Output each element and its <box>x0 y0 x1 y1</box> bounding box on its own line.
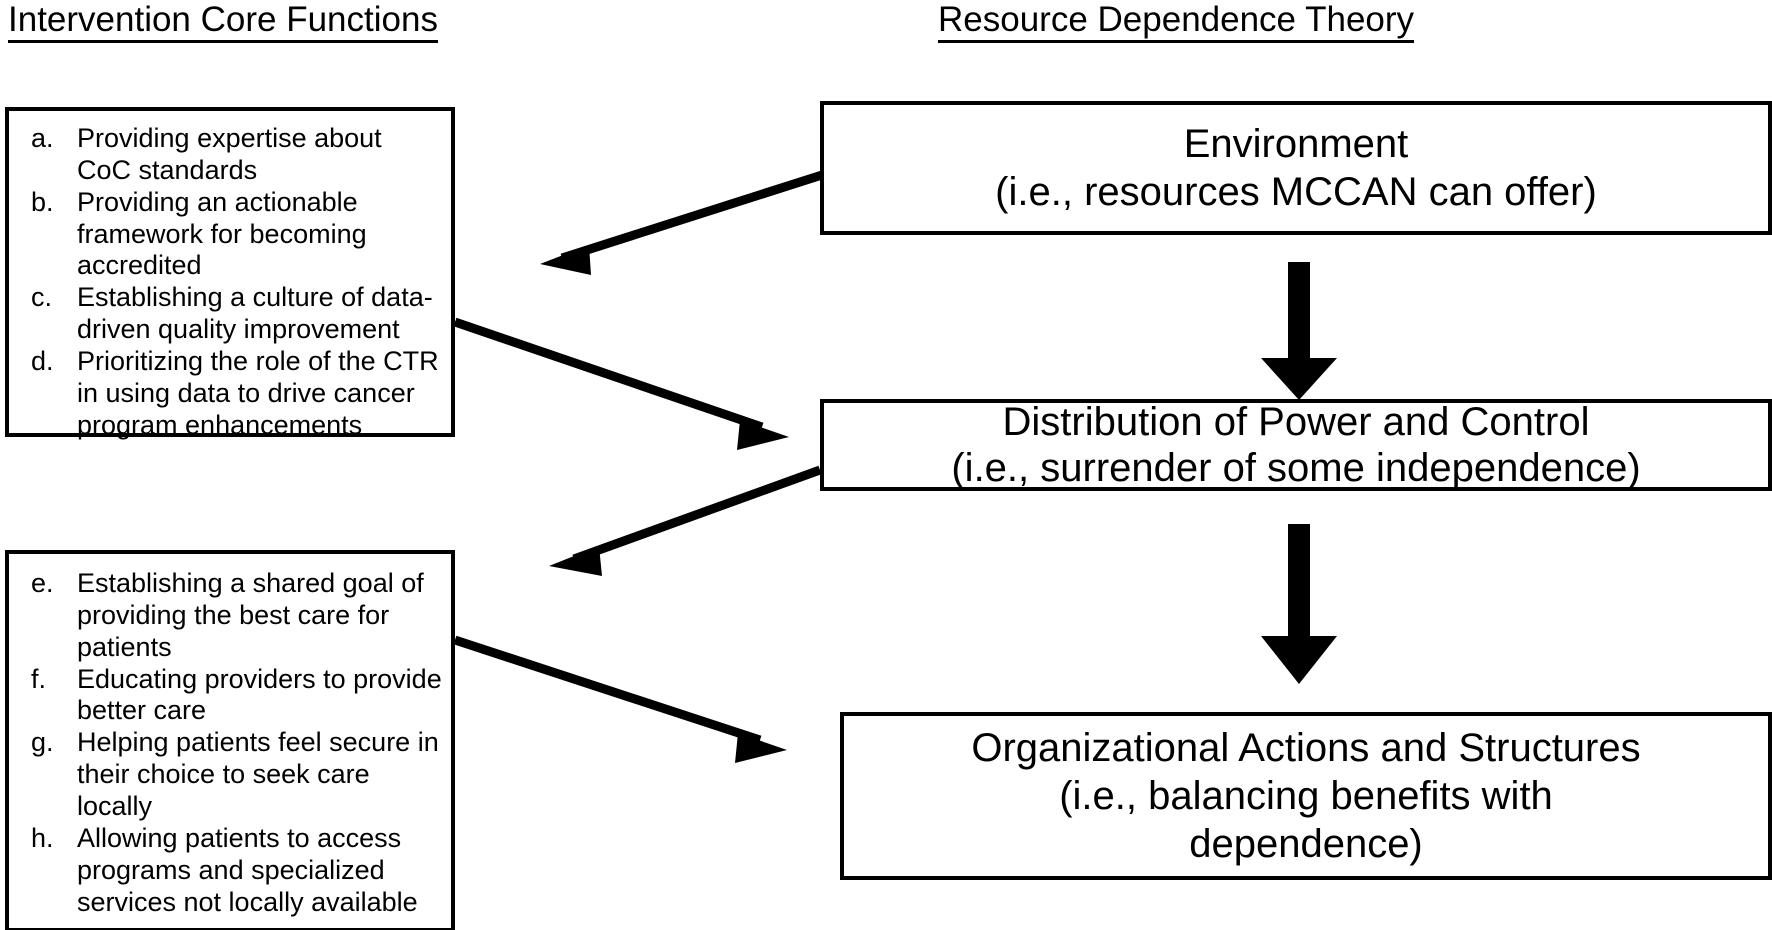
list-item-marker: g. <box>31 727 54 758</box>
list-item-text: Allowing patients to access programs and… <box>77 822 418 917</box>
arrow-core-functions-bottom-to-actions <box>453 635 787 763</box>
list-item-marker: b. <box>31 186 54 217</box>
concept-line-1: Distribution of Power and Control <box>1002 400 1590 444</box>
concept-line-2: (i.e., resources MCCAN can offer) <box>995 170 1597 214</box>
concept-line-3: dependence) <box>1189 822 1423 866</box>
concept-box-actions-text: Organizational Actions and Structures (i… <box>844 724 1768 868</box>
list-item-text: Establishing a shared goal of providing … <box>77 568 424 662</box>
core-functions-box-top: a. Providing expertise about CoC standar… <box>5 107 455 440</box>
column-heading-intervention-core-functions: Intervention Core Functions <box>8 2 438 43</box>
concept-box-environment-text: Environment (i.e., resources MCCAN can o… <box>824 120 1768 216</box>
column-heading-resource-dependence-theory: Resource Dependence Theory <box>938 2 1415 43</box>
core-functions-list-top: a. Providing expertise about CoC standar… <box>21 123 451 442</box>
concept-line-2: (i.e., surrender of some independence) <box>951 446 1641 490</box>
list-item: c. Establishing a culture of data-driven… <box>21 282 451 346</box>
list-item-text: Providing an actionable framework for be… <box>77 186 367 281</box>
core-functions-box-bottom: e. Establishing a shared goal of providi… <box>5 550 455 930</box>
concept-box-distribution-of-power-and-control: Distribution of Power and Control (i.e.,… <box>820 399 1772 491</box>
list-item-marker: c. <box>31 282 53 313</box>
concept-box-power-text: Distribution of Power and Control (i.e.,… <box>824 399 1768 491</box>
list-item: f. Educating providers to provide better… <box>21 664 451 728</box>
concept-box-organizational-actions-and-structures: Organizational Actions and Structures (i… <box>840 712 1772 880</box>
list-item-marker: e. <box>31 568 54 598</box>
arrow-environment-to-power <box>1261 262 1337 400</box>
list-item-text: Establishing a culture of data-driven qu… <box>77 282 433 345</box>
concept-line-2: (i.e., balancing benefits with <box>1059 774 1553 818</box>
concept-box-environment: Environment (i.e., resources MCCAN can o… <box>820 101 1772 235</box>
concept-line-1: Organizational Actions and Structures <box>971 726 1641 770</box>
arrow-environment-to-core-functions-top <box>540 170 824 275</box>
list-item-text: Educating providers to provide better ca… <box>77 663 442 726</box>
arrow-power-to-actions <box>1261 524 1337 684</box>
list-item-marker: h. <box>31 822 54 853</box>
list-item-text: Prioritizing the role of the CTR in usin… <box>77 346 439 440</box>
list-item-text: Providing expertise about CoC standards <box>77 123 382 185</box>
list-item: g. Helping patients feel secure in their… <box>21 727 451 823</box>
list-item: h. Allowing patients to access programs … <box>21 823 451 919</box>
concept-line-1: Environment <box>1183 122 1409 166</box>
list-item: d. Prioritizing the role of the CTR in u… <box>21 346 451 442</box>
list-item: e. Establishing a shared goal of providi… <box>21 568 451 664</box>
arrow-power-to-core-functions-bottom <box>549 465 822 576</box>
list-item-marker: f. <box>31 663 47 694</box>
list-item: a. Providing expertise about CoC standar… <box>21 123 451 187</box>
arrow-core-functions-top-to-power <box>453 317 789 450</box>
list-item-marker: d. <box>31 346 54 377</box>
list-item: b. Providing an actionable framework for… <box>21 187 451 283</box>
core-functions-list-bottom: e. Establishing a shared goal of providi… <box>21 568 451 918</box>
list-item-marker: a. <box>31 123 54 153</box>
list-item-text: Helping patients feel secure in their ch… <box>77 727 439 822</box>
